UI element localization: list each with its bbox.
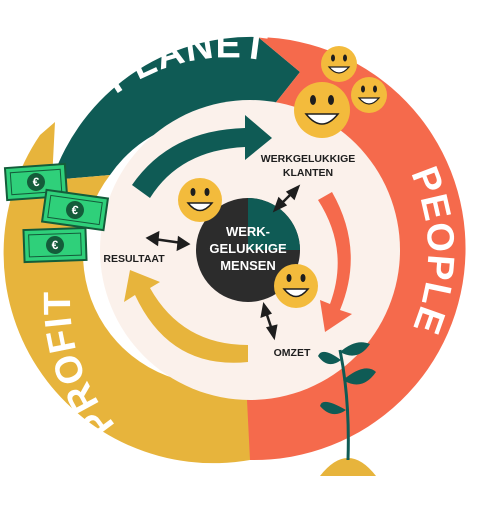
smiley-icon bbox=[294, 82, 350, 138]
smiley-icon bbox=[351, 77, 387, 113]
smiley-icon bbox=[321, 46, 357, 82]
svg-text:€: € bbox=[51, 238, 58, 252]
klanten-label-line1: WERKGELUKKIGE bbox=[261, 153, 356, 165]
core-label-line1: WERK- bbox=[226, 224, 270, 239]
money-bill-icon: € bbox=[22, 226, 88, 264]
cycle-arrow-top bbox=[132, 115, 272, 198]
double-arrow-icon bbox=[272, 184, 301, 213]
money-bill-icon: € bbox=[40, 188, 110, 232]
core-circle: WERK- GELUKKIGE MENSEN bbox=[196, 198, 300, 302]
double-arrow-icon bbox=[260, 301, 278, 341]
core-label-line2: GELUKKIGE bbox=[209, 241, 287, 256]
planet-segment bbox=[52, 36, 300, 180]
svg-text:€: € bbox=[71, 203, 80, 218]
core-label-line3: MENSEN bbox=[220, 258, 276, 273]
resultaat-label: RESULTAAT bbox=[103, 253, 165, 265]
double-arrow-icon bbox=[145, 230, 191, 252]
klanten-label-line2: KLANTEN bbox=[283, 167, 333, 179]
people-segment bbox=[210, 37, 466, 461]
cycle-arrow-right bbox=[318, 192, 352, 332]
cycle-arrow-bottom bbox=[124, 270, 248, 363]
svg-text:€: € bbox=[32, 175, 40, 189]
smiley-icon bbox=[178, 178, 222, 222]
omzet-label: OMZET bbox=[274, 347, 311, 359]
plant-icon bbox=[318, 342, 376, 476]
smiley-icon bbox=[274, 264, 318, 308]
